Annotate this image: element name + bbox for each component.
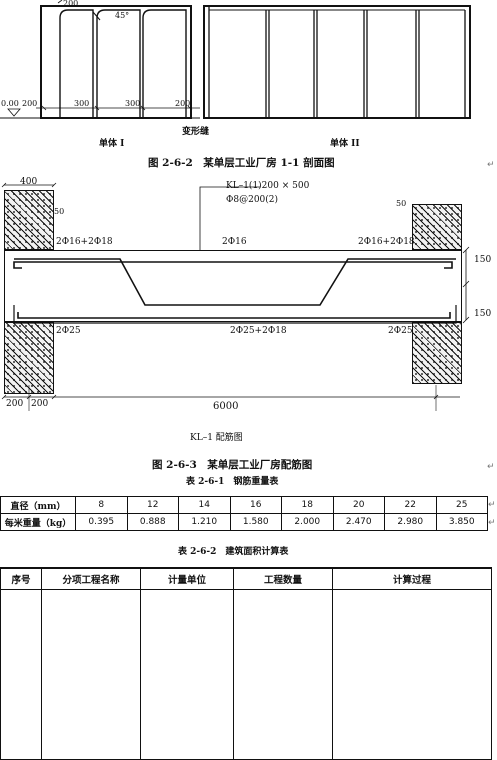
top-mid-bars: 2Φ16: [222, 237, 247, 247]
table-cell: [0, 589, 42, 760]
table-cell: 1.210: [178, 513, 231, 531]
stirrup-label: Φ8@200(2): [226, 195, 279, 205]
table-cell: 16: [229, 496, 282, 514]
table-cell: 0.395: [75, 513, 128, 531]
bottom-mid-bars: 2Φ25+2Φ18: [230, 326, 287, 336]
header-index: 序号: [0, 567, 42, 590]
section-angle: 45°: [115, 11, 130, 20]
bottom-dim-b: 200: [31, 399, 49, 409]
return-mark: ↵: [488, 500, 496, 510]
beam-caption: 图 2-6-3 某单层工业厂房配筋图: [152, 459, 313, 471]
bottom-dim-a: 200: [6, 399, 24, 409]
section-elevation: 0.00: [1, 99, 19, 108]
beam-label: KL–1(1)200 × 500: [226, 181, 310, 191]
table-cell: [233, 589, 333, 760]
table-cell: 14: [178, 496, 231, 514]
return-mark: ↵: [487, 462, 495, 472]
beam-drawing: [1, 182, 470, 411]
right-support-top: [412, 204, 462, 250]
beam-sub-caption: KL–1 配筋图: [190, 433, 243, 443]
right-dim-bottom: 150: [474, 309, 492, 319]
table-cell: 2.980: [384, 513, 437, 531]
top-left-bars: 2Φ16+2Φ18: [56, 237, 113, 247]
table-cell: [332, 589, 492, 760]
table-row: [0, 589, 492, 760]
top-right-bars: 2Φ16+2Φ18: [358, 237, 415, 247]
joint-label: 变形缝: [182, 127, 210, 137]
return-mark: ↵: [487, 160, 495, 170]
table-cell: 20: [332, 496, 385, 514]
weight-table-title: 表 2-6-1 钢筋重量表: [186, 477, 279, 487]
table-cell: 0.888: [126, 513, 179, 531]
table-cell: 18: [281, 496, 334, 514]
table-cell: 3.850: [435, 513, 488, 531]
section-dim-1: 200: [22, 99, 38, 108]
table-cell: 12: [126, 496, 179, 514]
section-top-dim: 200: [63, 0, 79, 8]
header-unit: 计量单位: [140, 567, 234, 590]
table-cell: 1.580: [229, 513, 282, 531]
table-cell: 25: [435, 496, 488, 514]
right-dim-top: 150: [474, 255, 492, 265]
table-cell: [140, 589, 234, 760]
bottom-right-bars: 2Φ25: [388, 326, 413, 336]
section-dim-3: 300: [125, 99, 141, 108]
row-label-weight: 每米重量（kg）: [0, 513, 76, 531]
support-width-dim: 400: [20, 177, 38, 187]
left-support-top: [4, 190, 54, 250]
table-cell: 2.000: [281, 513, 334, 531]
unit-2-label: 单体 II: [330, 139, 360, 149]
table-header-row: 序号 分项工程名称 计量单位 工程数量 计算过程: [0, 567, 492, 590]
section-caption: 图 2-6-2 某单层工业厂房 1-1 剖面图: [148, 157, 335, 169]
right-support-bottom: [412, 322, 462, 384]
bottom-left-bars: 2Φ25: [56, 326, 81, 336]
return-mark: ↵: [488, 518, 496, 528]
section-dim-4: 200: [175, 99, 191, 108]
section-drawing: [0, 0, 471, 119]
header-process: 计算过程: [332, 567, 492, 590]
table-cell: 22: [384, 496, 437, 514]
table-row: 每米重量（kg） 0.395 0.888 1.210 1.580 2.000 2…: [0, 513, 488, 531]
table-cell: 8: [75, 496, 128, 514]
header-item-name: 分项工程名称: [41, 567, 141, 590]
unit-1-label: 单体 I: [99, 139, 125, 149]
cover-right: 50: [396, 199, 407, 208]
row-label-diameter: 直径（mm）: [0, 496, 76, 514]
weight-table: 直径（mm） 8 12 14 16 18 20 22 25 每米重量（kg） 0…: [0, 496, 488, 531]
span-dim: 6000: [213, 401, 239, 412]
table-cell: 2.470: [332, 513, 385, 531]
header-quantity: 工程数量: [233, 567, 333, 590]
area-table: 序号 分项工程名称 计量单位 工程数量 计算过程: [0, 567, 492, 760]
left-support-bottom: [4, 322, 54, 394]
table-row: 直径（mm） 8 12 14 16 18 20 22 25: [0, 496, 488, 514]
area-table-title: 表 2-6-2 建筑面积计算表: [178, 547, 289, 557]
cover-left: 50: [54, 207, 65, 216]
section-dim-2: 300: [74, 99, 90, 108]
table-cell: [41, 589, 141, 760]
